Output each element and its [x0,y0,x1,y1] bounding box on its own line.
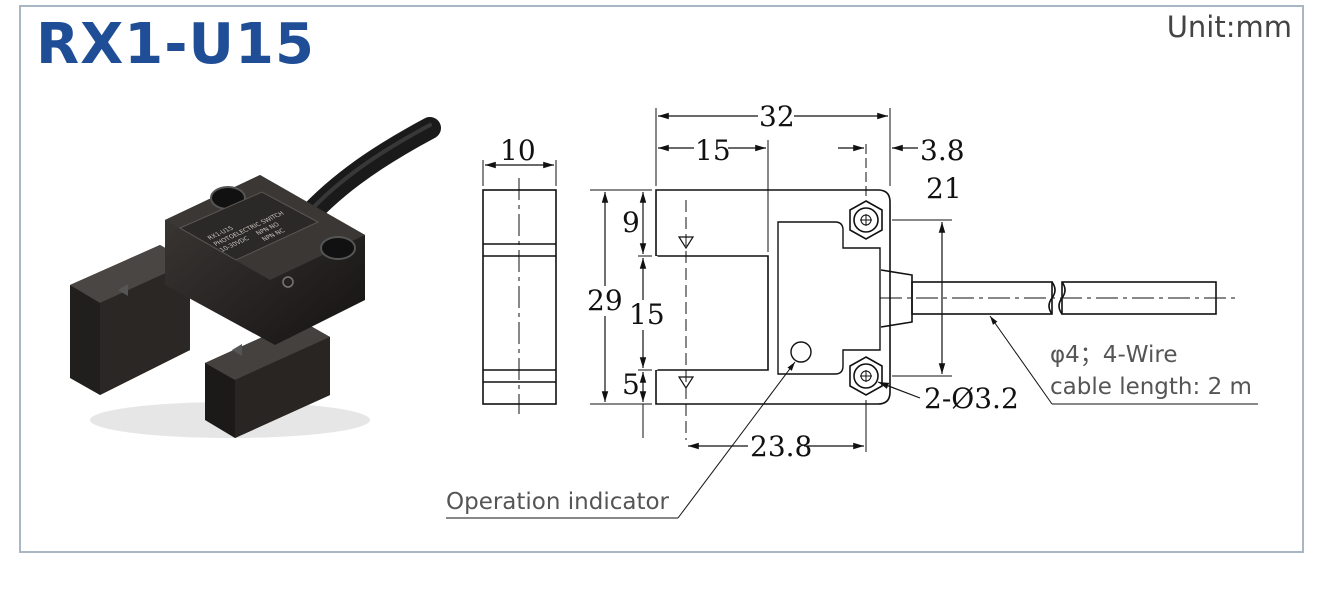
cable-spec-line2: cable length: 2 m [1050,374,1252,400]
dim-overall-height: 29 [587,284,623,317]
drawing-frame [19,5,1304,553]
dim-bottom-arm: 5 [622,368,640,401]
cable-spec-line1: φ4；4-Wire [1050,342,1177,368]
dim-slot-offset: 15 [695,134,731,167]
side-view [482,160,557,414]
product-photo: RX1-U15 PHOTOELECTRIC SWITCH 10-30VDC NP… [70,117,441,438]
dim-top-arm: 9 [622,206,640,239]
dim-overall-length: 32 [759,100,795,133]
model-title: RX1-U15 [36,12,315,77]
indicator-callout: Operation indicator [446,489,670,515]
dim-cable-offset: 3.8 [920,134,965,167]
front-view [446,108,1258,519]
dim-hole-spacing-horizontal: 23.8 [750,430,812,463]
dim-hole-spacing-vertical: 21 [926,172,962,205]
dim-side-width: 10 [500,134,536,167]
dim-slot-width: 15 [629,298,665,331]
unit-label: Unit:mm [1166,10,1292,44]
dim-holes: 2-Ø3.2 [924,382,1019,415]
